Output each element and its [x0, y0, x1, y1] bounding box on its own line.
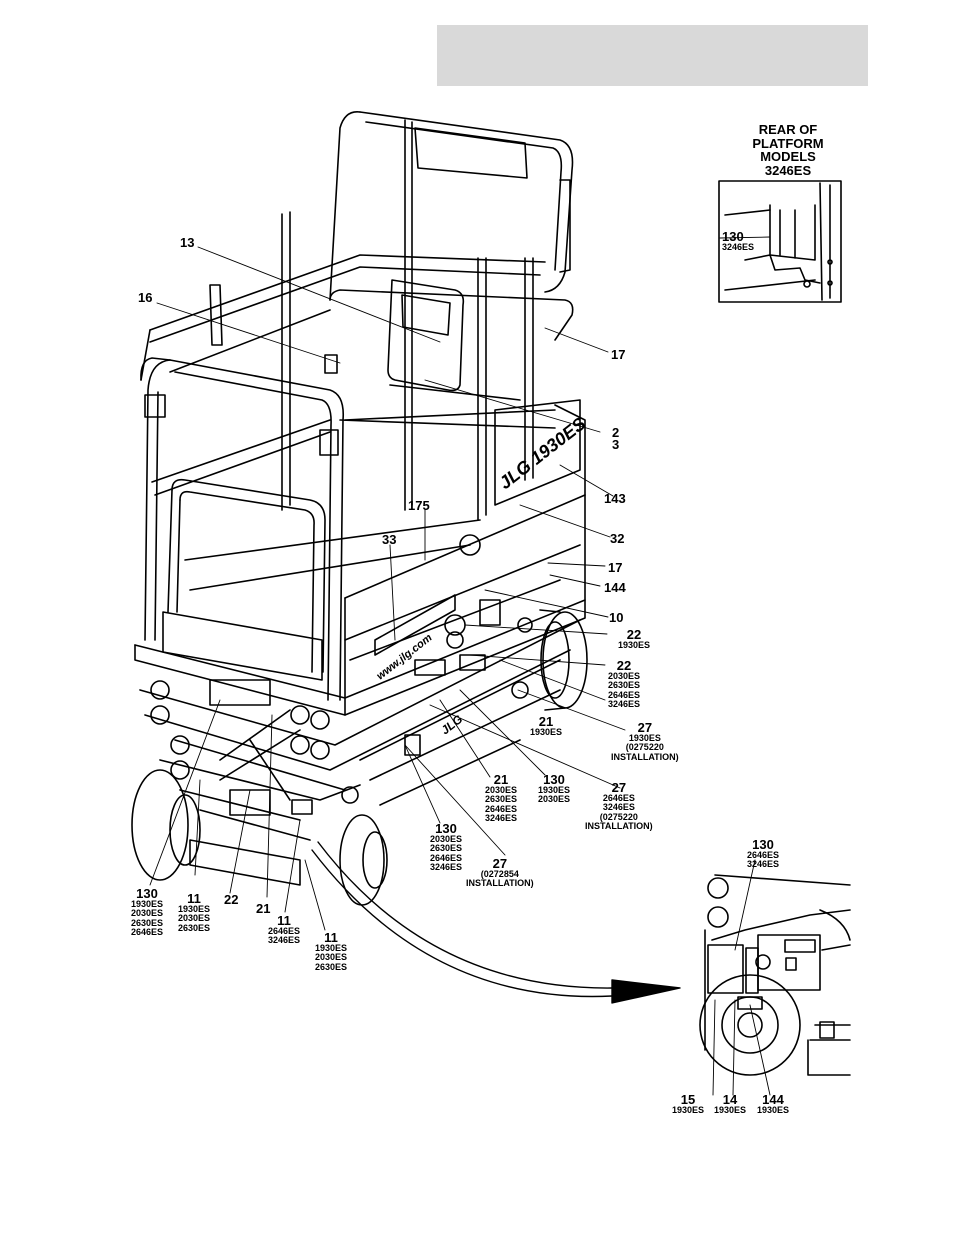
callout-number: 130 — [722, 229, 744, 244]
callout-number: 11 — [324, 930, 338, 945]
callout-models: 2030ES 2630ES 2646ES 3246ES — [485, 785, 518, 824]
callout-number: 14 — [722, 1092, 738, 1107]
callout-models: 1930ES 2030ES 2630ES — [315, 943, 348, 972]
callout-c32: 32 — [610, 532, 624, 545]
callout-number: 16 — [138, 290, 153, 305]
callout-number: 130 — [136, 886, 158, 901]
callout-number: 130 — [543, 772, 565, 787]
callout-c27c: 27(0272854 INSTALLATION) — [466, 857, 534, 889]
callout-c143: 143 — [604, 492, 626, 505]
callout-models: 2646ES 3246ES — [268, 926, 301, 946]
callout-models: 1930ES — [757, 1105, 790, 1115]
callout-c10: 10 — [609, 611, 623, 624]
callout-number: 22 — [626, 627, 642, 642]
callout-models: 1930ES 2030ES 2630ES 2646ES — [131, 899, 164, 938]
callout-number: 21 — [256, 901, 271, 916]
header-bar — [437, 25, 868, 86]
callout-number: 130 — [752, 837, 774, 852]
callout-number: 144 — [762, 1092, 784, 1107]
callout-number: 11 — [187, 891, 201, 906]
callout-models: 1930ES — [672, 1105, 705, 1115]
callout-models: 2030ES 2630ES 2646ES 3246ES — [608, 671, 641, 710]
callout-c3: 3 — [612, 438, 619, 451]
callout-number: 33 — [382, 532, 397, 547]
callout-number: 27 — [611, 780, 627, 795]
callout-number: 17 — [611, 347, 626, 362]
callout-number: 27 — [492, 856, 508, 871]
callout-models: (0272854 INSTALLATION) — [466, 869, 534, 889]
callout-c17a: 17 — [611, 348, 625, 361]
callout-models: 2030ES 2630ES 2646ES 3246ES — [430, 834, 463, 873]
callout-number: 15 — [680, 1092, 696, 1107]
callout-models: 2646ES 3246ES (0275220 INSTALLATION) — [585, 793, 653, 832]
callout-number: 32 — [610, 531, 625, 546]
detail-inset — [699, 874, 851, 1076]
callout-number: 27 — [637, 720, 653, 735]
callout-number: 10 — [609, 610, 624, 625]
callout-number: 143 — [604, 491, 626, 506]
callout-c2: 2 — [612, 426, 619, 439]
callout-number: 17 — [608, 560, 623, 575]
callout-c175: 175 — [408, 499, 430, 512]
chassis-scissors — [139, 599, 581, 886]
callout-models: 1930ES — [530, 727, 563, 737]
leader-lines — [149, 236, 771, 1096]
callout-models: 2646ES 3246ES — [747, 850, 780, 870]
callout-number: 144 — [604, 580, 626, 595]
callout-c16: 16 — [138, 291, 152, 304]
callout-models: 1930ES (0275220 INSTALLATION) — [611, 733, 679, 762]
inset-title: REAR OF PLATFORM MODELS 3246ES — [752, 122, 824, 178]
callout-number: 21 — [538, 714, 554, 729]
callout-c33: 33 — [382, 533, 396, 546]
callout-c22c: 22 — [224, 893, 238, 906]
callout-models: 1930ES — [618, 640, 651, 650]
callout-number: 21 — [493, 772, 509, 787]
side-brand-decal: JLG 1930ES — [495, 413, 589, 493]
callout-number: 130 — [435, 821, 457, 836]
callout-number: 22 — [616, 658, 632, 673]
callout-c17b: 17 — [608, 561, 622, 574]
rear-platform-inset — [718, 180, 842, 303]
callout-c144a: 144 — [604, 581, 626, 594]
callout-models: 1930ES — [714, 1105, 747, 1115]
guard-rail-cage — [140, 111, 574, 701]
callout-number: 13 — [180, 235, 195, 250]
callout-models: 3246ES — [722, 242, 755, 252]
callout-number: 11 — [277, 913, 291, 928]
callout-models: 1930ES 2030ES — [538, 785, 571, 805]
callout-number: 2 — [612, 425, 620, 440]
callout-c13: 13 — [180, 236, 194, 249]
callout-number: 3 — [612, 437, 620, 452]
callout-number: 22 — [224, 892, 239, 907]
bottom-brand-decal: JLG — [438, 712, 465, 737]
callout-models: 1930ES 2030ES 2630ES — [178, 904, 211, 933]
callout-number: 175 — [408, 498, 430, 513]
detail-arrow — [311, 841, 681, 1004]
callout-c21c: 21 — [256, 902, 270, 915]
